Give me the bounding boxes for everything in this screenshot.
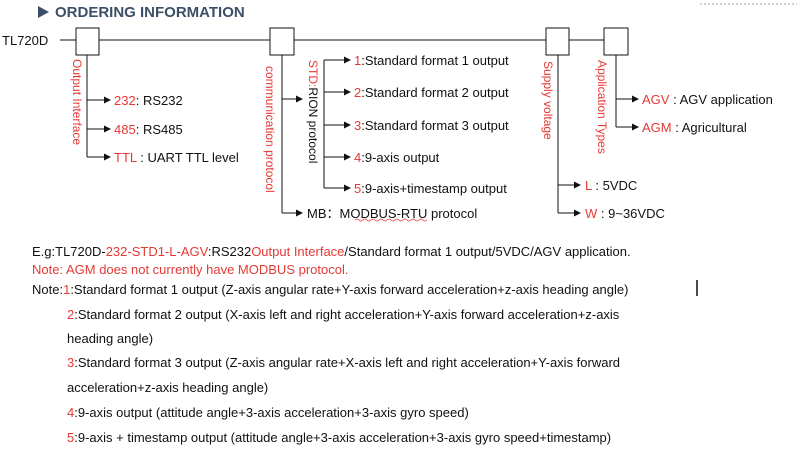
section-heading: ORDERING INFORMATION <box>38 5 245 20</box>
supply-voltage-label: Supply voltage <box>541 61 555 140</box>
note-2-line-1: 2:Standard format 2 output (X-axis left … <box>67 307 620 322</box>
output-interface-label: Output Interface <box>70 59 84 146</box>
note-5: 5:9-axis + timestamp output (attitude an… <box>67 430 612 445</box>
option-232: 232: RS232 <box>114 93 183 108</box>
example-line: E.g:TL720D-232-STD1-L-AGV:RS232Output In… <box>32 244 631 259</box>
box-supply-voltage <box>545 27 570 56</box>
note-4: 4:9-axis output (attitude angle+3-axis a… <box>67 405 469 420</box>
note-agm-modbus: Note: AGM does not currently have MODBUS… <box>32 262 349 277</box>
note-3-line-2: acceleration+z-axis heading angle) <box>67 380 269 395</box>
box-communication-protocol <box>269 27 295 56</box>
std-code: STD: <box>306 60 320 88</box>
box-application-types <box>603 27 629 56</box>
application-option-agv: AGV : AGV application <box>642 92 773 107</box>
std-protocol-text: RION protocol <box>306 87 320 164</box>
voltage-option-l: L : 5VDC <box>585 178 638 193</box>
std-option-4: 4:9-axis output <box>354 150 440 165</box>
std-option-2: 2:Standard format 2 output <box>354 85 509 100</box>
note-3-line-1: 3:Standard format 3 output (Z-axis angul… <box>67 355 621 370</box>
mb-option: MB：MODBUS-RTU protocol <box>307 206 478 221</box>
option-485: 485: RS485 <box>114 122 183 137</box>
triangle-right-icon <box>38 6 49 18</box>
box-output-interface <box>75 27 100 56</box>
communication-protocol-label: communication protocol <box>263 66 277 193</box>
voltage-option-w: W : 9~36VDC <box>585 206 665 221</box>
application-types-label: Application Types <box>595 60 609 154</box>
application-option-agm: AGM : Agricultural <box>642 120 747 135</box>
std-option-1: 1:Standard format 1 output <box>354 53 509 68</box>
model-name: TL720D <box>2 33 49 48</box>
option-ttl: TTL : UART TTL level <box>114 150 239 165</box>
std-option-3: 3:Standard format 3 output <box>354 118 509 133</box>
std-option-5: 5:9-axis+timestamp output <box>354 181 507 196</box>
note-1: Note:1:Standard format 1 output (Z-axis … <box>32 282 629 297</box>
std-label: STD:RION protocol <box>306 60 320 163</box>
heading-title: ORDERING INFORMATION <box>55 4 245 21</box>
note-2-line-2: heading angle) <box>67 331 154 346</box>
